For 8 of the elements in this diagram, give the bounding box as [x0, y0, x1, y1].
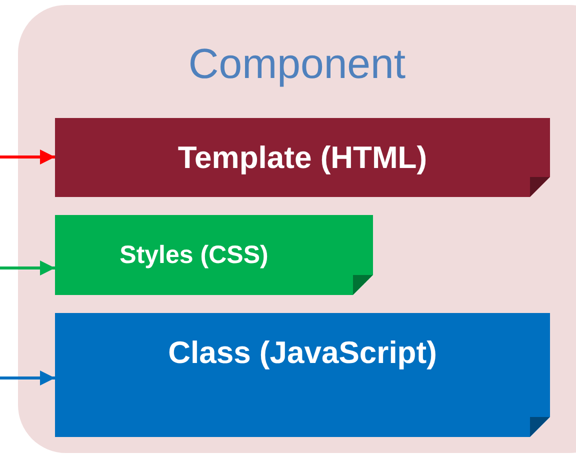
arrow — [0, 260, 55, 276]
arrow — [0, 150, 55, 164]
component-panel — [18, 5, 576, 453]
component-part-bar: Template (HTML) — [55, 118, 550, 197]
panel-title: Component — [187, 43, 407, 85]
component-part-bar: Styles (CSS) — [55, 215, 373, 295]
component-part-bar: Class (JavaScript) — [55, 313, 550, 437]
arrow — [0, 370, 55, 386]
